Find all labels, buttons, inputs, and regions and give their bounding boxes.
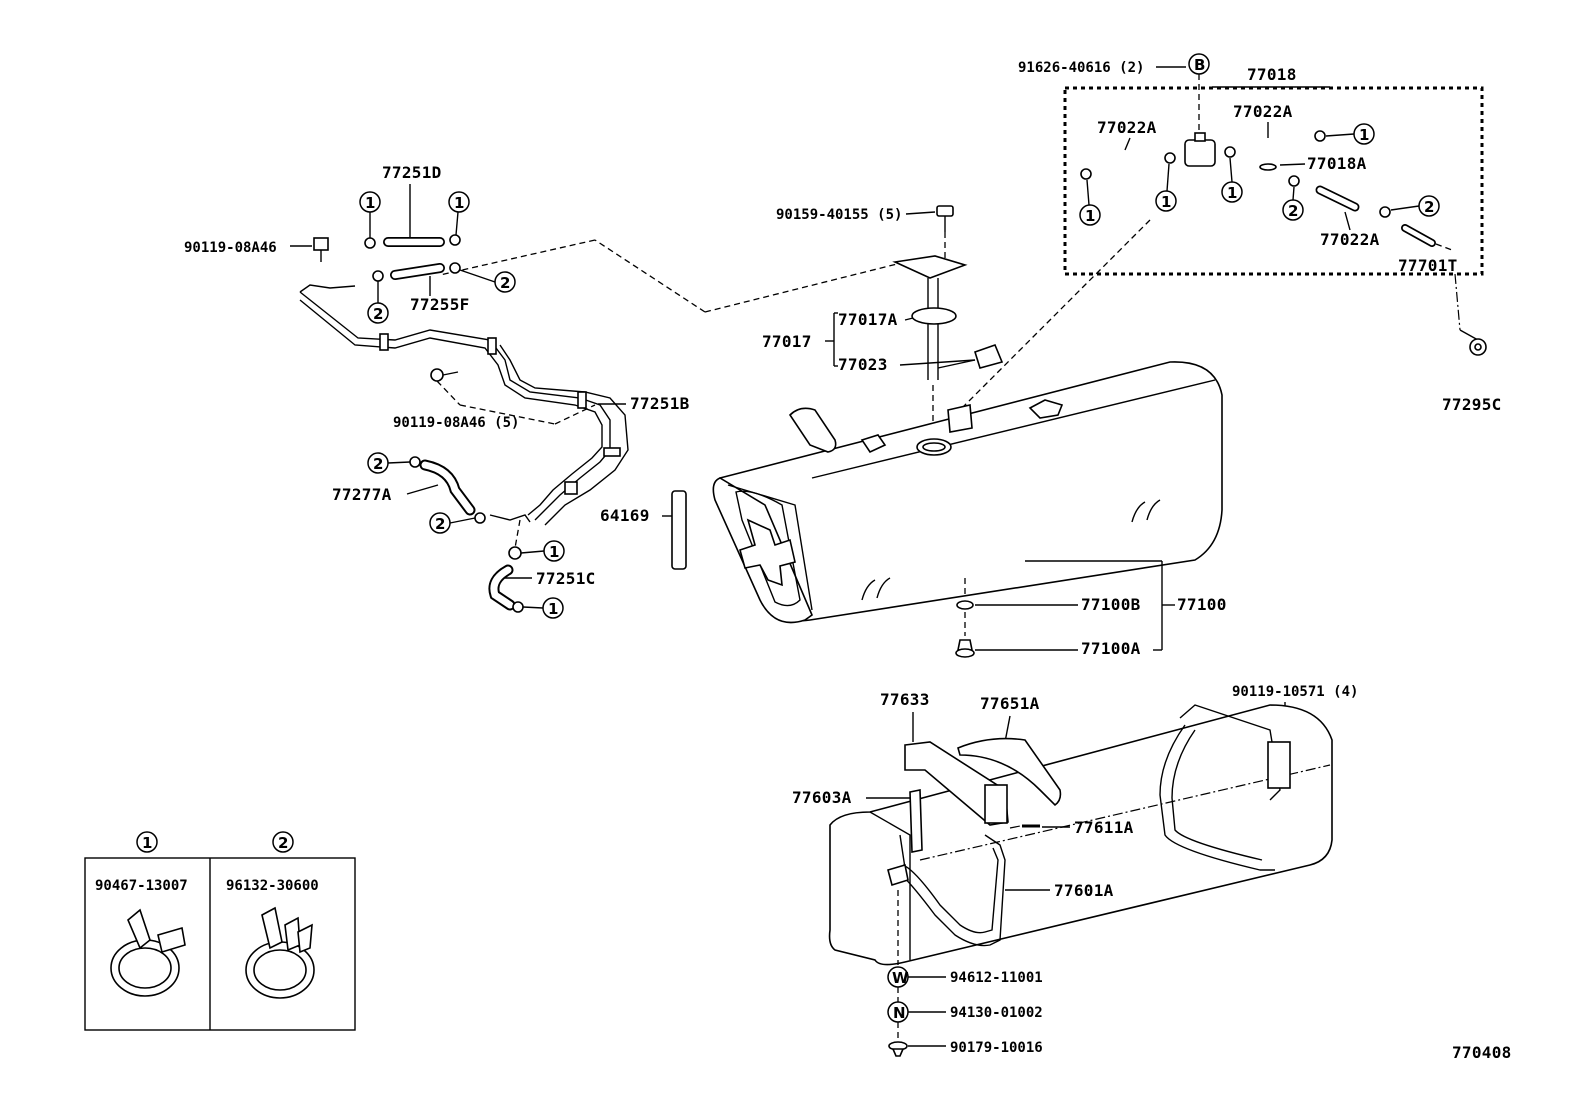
cushion-77651a — [957, 737, 1062, 807]
marker-1-b: 1 — [1079, 204, 1101, 226]
label-77018[interactable]: 77018 — [1247, 65, 1297, 84]
clamp-legend: 1 2 90467-13007 96132-30600 — [84, 831, 356, 1031]
label-91626-40616[interactable]: 91626-40616 (2) — [1018, 60, 1144, 76]
marker-1-e: 1 — [359, 191, 381, 213]
fuel-tank-77100: 77100B 77100A 77100 — [712, 361, 1227, 658]
gasket-77017a — [911, 307, 957, 325]
svg-text:2: 2 — [435, 515, 445, 533]
marker-1-f: 1 — [448, 191, 470, 213]
svg-text:1: 1 — [1359, 126, 1369, 144]
strap-bolt-77603a — [909, 789, 923, 853]
svg-text:2: 2 — [373, 305, 383, 323]
clamp-type-2-icon — [245, 906, 315, 999]
svg-text:1: 1 — [548, 600, 558, 618]
marker-2-a: 2 — [1282, 199, 1304, 221]
legend-marker-1: 1 — [136, 831, 158, 853]
sender-plate — [892, 255, 968, 279]
legend-part-96132-30600[interactable]: 96132-30600 — [226, 878, 319, 894]
label-77277a[interactable]: 77277A — [332, 485, 392, 504]
marker-1-c: 1 — [1155, 190, 1177, 212]
svg-text:2: 2 — [1424, 198, 1434, 216]
svg-text:2: 2 — [278, 834, 288, 852]
tank-outline-lower — [828, 704, 1333, 966]
label-94612-11001[interactable]: 94612-11001 — [950, 970, 1043, 986]
bolt-90119-08a46 — [313, 237, 329, 251]
sender-gauge-77017: 90159-40155 (5) 77017A 77017 77023 — [762, 205, 1004, 440]
label-90119-10571[interactable]: 90119-10571 (4) — [1232, 684, 1358, 700]
float-77023 — [974, 343, 1004, 369]
marker-n: N — [887, 1001, 909, 1023]
svg-text:1: 1 — [142, 834, 152, 852]
label-77603a[interactable]: 77603A — [792, 788, 852, 807]
svg-text:2: 2 — [1288, 202, 1298, 220]
marker-2-c: 2 — [494, 271, 516, 293]
label-77100a[interactable]: 77100A — [1081, 639, 1141, 658]
legend-marker-2: 2 — [272, 831, 294, 853]
label-90159-40155[interactable]: 90159-40155 (5) — [776, 207, 902, 223]
tank-end-rib — [739, 518, 796, 587]
label-77295c[interactable]: 77295C — [1442, 395, 1502, 414]
label-94130-01002[interactable]: 94130-01002 — [950, 1005, 1043, 1021]
label-90119-08a46[interactable]: 90119-08A46 — [184, 240, 277, 256]
label-77633[interactable]: 77633 — [880, 690, 930, 709]
label-77651a[interactable]: 77651A — [980, 694, 1040, 713]
svg-text:1: 1 — [365, 194, 375, 212]
label-77701t[interactable]: 77701T — [1398, 256, 1458, 275]
legend-frame — [84, 857, 356, 1031]
marker-2-b: 2 — [1418, 195, 1440, 217]
label-77022a-left[interactable]: 77022A — [1097, 118, 1157, 137]
label-77611a[interactable]: 77611A — [1074, 818, 1134, 837]
svg-text:N: N — [893, 1004, 906, 1022]
vent-valve-assembly-77018: 91626-40616 (2) B 77018 77022A 7702 — [1018, 53, 1502, 414]
label-90179-10016[interactable]: 90179-10016 — [950, 1040, 1043, 1056]
svg-text:W: W — [892, 969, 909, 987]
grommet-77018a — [1259, 163, 1277, 171]
label-77017a[interactable]: 77017A — [838, 310, 898, 329]
fuel-line-group: 77251D 77255F 1 1 2 2 90119-08A46 — [184, 163, 690, 619]
label-77251c[interactable]: 77251C — [536, 569, 596, 588]
screw-90159-40155 — [936, 205, 954, 217]
vent-valve-body — [1184, 139, 1216, 167]
svg-text:2: 2 — [373, 455, 383, 473]
marker-1-d: 1 — [1221, 181, 1243, 203]
filler-neck — [788, 407, 837, 453]
bolt-90119-08a46-5 — [430, 368, 444, 382]
svg-text:1: 1 — [1161, 193, 1171, 211]
svg-text:1: 1 — [549, 543, 559, 561]
label-77022a-top[interactable]: 77022A — [1233, 102, 1293, 121]
marker-1-g: 1 — [543, 540, 565, 562]
marker-w: W — [887, 966, 909, 988]
legend-part-90467-13007[interactable]: 90467-13007 — [95, 878, 188, 894]
svg-text:1: 1 — [454, 194, 464, 212]
label-77022a-lower[interactable]: 77022A — [1320, 230, 1380, 249]
label-77255f[interactable]: 77255F — [410, 295, 470, 314]
marker-1-h: 1 — [542, 597, 564, 619]
label-64169[interactable]: 64169 — [600, 506, 650, 525]
assembly-boundary-box — [1063, 86, 1484, 276]
svg-text:1: 1 — [1085, 207, 1095, 225]
marker-2-f: 2 — [429, 512, 451, 534]
label-90119-08a46-5[interactable]: 90119-08A46 (5) — [393, 415, 519, 431]
label-77601a[interactable]: 77601A — [1054, 881, 1114, 900]
svg-text:1: 1 — [1227, 184, 1237, 202]
svg-text:2: 2 — [500, 274, 510, 292]
label-77023[interactable]: 77023 — [838, 355, 888, 374]
marker-2-e: 2 — [367, 452, 389, 474]
label-77251d[interactable]: 77251D — [382, 163, 442, 182]
protector-64169 — [671, 490, 687, 570]
label-77100b[interactable]: 77100B — [1081, 595, 1141, 614]
marker-2-d: 2 — [367, 302, 389, 324]
clamp-type-1-icon — [110, 908, 186, 997]
gasket-77100b — [956, 600, 974, 610]
tank-strap-assembly: 77633 77651A 90119-10571 (4) 77603A 7760… — [792, 684, 1358, 1057]
label-77017[interactable]: 77017 — [762, 332, 812, 351]
label-77018a[interactable]: 77018A — [1307, 154, 1367, 173]
diagram-id: 770408 — [1452, 1043, 1512, 1062]
marker-1-a: 1 — [1353, 123, 1375, 145]
label-77251b[interactable]: 77251B — [630, 394, 690, 413]
label-77100[interactable]: 77100 — [1177, 595, 1227, 614]
marker-b-text: B — [1194, 56, 1205, 74]
